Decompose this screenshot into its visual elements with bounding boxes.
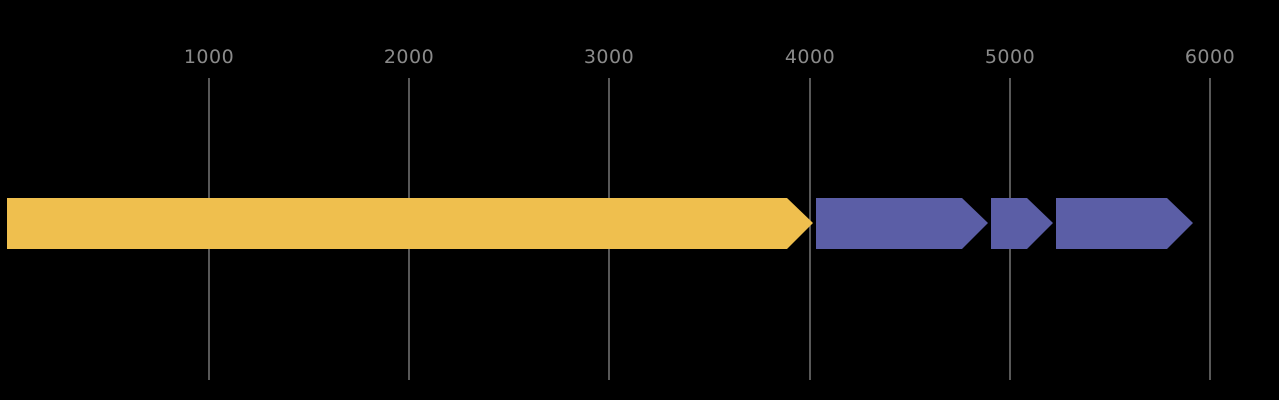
features-group xyxy=(7,198,1193,249)
feature-arrow-3[interactable] xyxy=(991,198,1053,249)
feature-arrow-4[interactable] xyxy=(1056,198,1193,249)
feature-arrow-2[interactable] xyxy=(816,198,988,249)
feature-arrow-1[interactable] xyxy=(7,198,813,249)
